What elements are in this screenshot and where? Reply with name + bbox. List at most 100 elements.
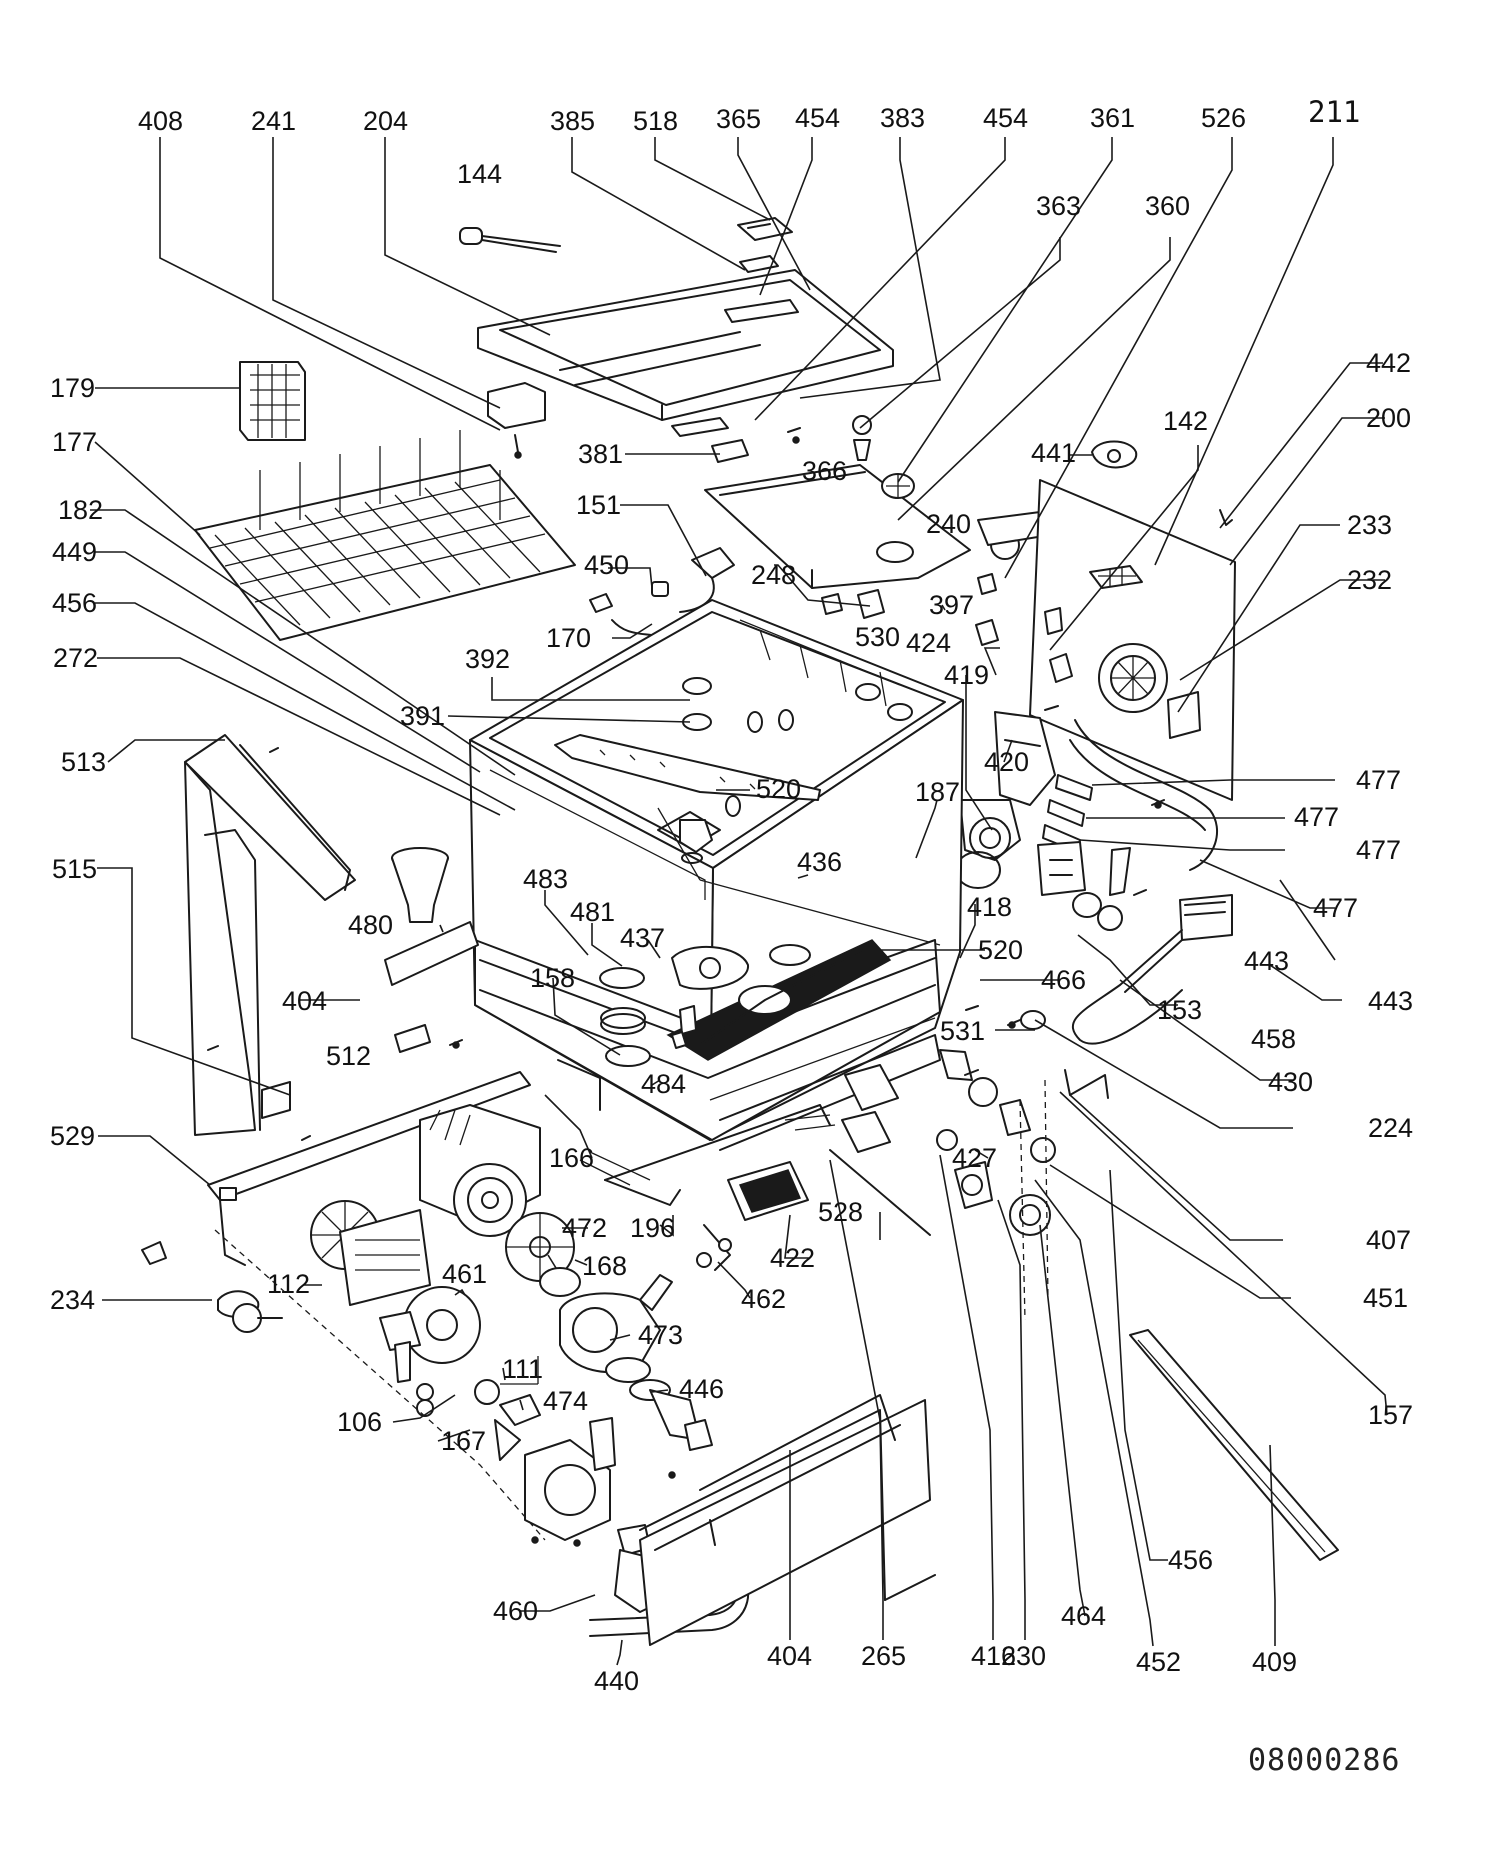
callout-452: 452 bbox=[1136, 1647, 1181, 1677]
part-tub-drawing bbox=[469, 599, 964, 1206]
callout-111-underline bbox=[500, 1356, 539, 1385]
callout-456b: 456 bbox=[1168, 1545, 1213, 1575]
callout-464: 464 bbox=[1061, 1601, 1106, 1631]
alignment-lines-drawing bbox=[214, 1079, 1049, 1541]
callout-265: 265 bbox=[861, 1641, 906, 1671]
callout-366: 366 bbox=[802, 456, 847, 486]
part-177-basket-drawing bbox=[194, 430, 576, 641]
callout-labels: 408 241 204 385 518 365 454 383 454 361 … bbox=[50, 95, 1413, 1696]
callout-404b: 404 bbox=[767, 1641, 812, 1671]
callout-422: 422 bbox=[770, 1243, 815, 1273]
callout-392: 392 bbox=[465, 644, 510, 674]
screws-drawing bbox=[207, 427, 1165, 1547]
callout-182: 182 bbox=[58, 495, 103, 525]
callout-520a: 520 bbox=[756, 774, 801, 804]
callout-158: 158 bbox=[530, 963, 575, 993]
callout-441: 441 bbox=[1031, 438, 1076, 468]
callout-518: 518 bbox=[633, 106, 678, 136]
callout-170: 170 bbox=[546, 623, 591, 653]
callout-483: 483 bbox=[523, 864, 568, 894]
callout-157: 157 bbox=[1368, 1400, 1413, 1430]
callout-418: 418 bbox=[967, 892, 1012, 922]
callout-474: 474 bbox=[543, 1386, 588, 1416]
callout-211: 211 bbox=[1308, 95, 1360, 129]
callout-436: 436 bbox=[797, 847, 842, 877]
callout-480: 480 bbox=[348, 910, 393, 940]
callout-529: 529 bbox=[50, 1121, 95, 1151]
callout-230: 230 bbox=[1001, 1641, 1046, 1671]
callout-419: 419 bbox=[944, 660, 989, 690]
callout-408: 408 bbox=[138, 106, 183, 136]
callout-512: 512 bbox=[326, 1041, 371, 1071]
part-404-bracket-drawing bbox=[207, 921, 531, 1266]
part-515-door-drawing bbox=[184, 734, 356, 1136]
callout-168: 168 bbox=[582, 1251, 627, 1281]
callout-466: 466 bbox=[1041, 965, 1086, 995]
part-477-wiring-drawing bbox=[1042, 719, 1219, 871]
callout-204: 204 bbox=[363, 106, 408, 136]
callout-179: 179 bbox=[50, 373, 95, 403]
callout-381: 381 bbox=[578, 439, 623, 469]
callout-456: 456 bbox=[52, 588, 97, 618]
part-409-rail-drawing bbox=[1129, 1329, 1339, 1561]
part-366-control-panel-drawing bbox=[704, 415, 1051, 646]
callout-454: 454 bbox=[983, 103, 1028, 133]
callout-443b: 443 bbox=[1368, 986, 1413, 1016]
callout-404a: 404 bbox=[282, 986, 327, 1016]
callout-240: 240 bbox=[926, 509, 971, 539]
callout-272: 272 bbox=[53, 643, 98, 673]
part-404-plinth-drawing bbox=[639, 1394, 931, 1646]
callout-151: 151 bbox=[576, 490, 621, 520]
part-241-bracket-drawing bbox=[487, 382, 546, 453]
callout-383: 383 bbox=[880, 103, 925, 133]
callout-248: 248 bbox=[751, 560, 796, 590]
callout-234: 234 bbox=[50, 1285, 95, 1315]
callout-477d: 477 bbox=[1313, 893, 1358, 923]
callout-363: 363 bbox=[1036, 191, 1081, 221]
part-381-clip-drawing bbox=[671, 417, 749, 463]
callout-365: 365 bbox=[716, 104, 761, 134]
callout-232: 232 bbox=[1347, 565, 1392, 595]
callout-224: 224 bbox=[1368, 1113, 1413, 1143]
callout-477b: 477 bbox=[1294, 802, 1339, 832]
callout-473: 473 bbox=[638, 1320, 683, 1350]
part-151-hose-drawing bbox=[589, 547, 735, 641]
callout-153: 153 bbox=[1157, 995, 1202, 1025]
part-144-drawing bbox=[459, 227, 561, 253]
callout-424: 424 bbox=[906, 628, 951, 658]
callout-472: 472 bbox=[562, 1213, 607, 1243]
callout-144: 144 bbox=[457, 159, 502, 189]
callout-451: 451 bbox=[1363, 1283, 1408, 1313]
callout-241: 241 bbox=[251, 106, 296, 136]
part-420-pressure-switch-drawing bbox=[955, 711, 1056, 889]
callout-461: 461 bbox=[442, 1259, 487, 1289]
callout-233: 233 bbox=[1347, 510, 1392, 540]
callout-409: 409 bbox=[1252, 1647, 1297, 1677]
callout-477a: 477 bbox=[1356, 765, 1401, 795]
callout-462: 462 bbox=[741, 1284, 786, 1314]
part-166-motor-drawing bbox=[419, 1104, 581, 1297]
callout-111: 111 bbox=[502, 1354, 543, 1384]
callout-360: 360 bbox=[1145, 191, 1190, 221]
callout-450: 450 bbox=[584, 550, 629, 580]
callout-528: 528 bbox=[818, 1197, 863, 1227]
callout-458: 458 bbox=[1251, 1024, 1296, 1054]
callout-106: 106 bbox=[337, 1407, 382, 1437]
callout-513: 513 bbox=[61, 747, 106, 777]
leader-lines bbox=[90, 137, 1388, 1666]
callout-177: 177 bbox=[52, 427, 97, 457]
callout-385: 385 bbox=[550, 106, 595, 136]
callout-407: 407 bbox=[1366, 1225, 1411, 1255]
part-528-hopper-drawing bbox=[696, 1064, 899, 1271]
part-234-drawing bbox=[141, 1241, 283, 1333]
callout-196: 196 bbox=[630, 1213, 675, 1243]
callout-454: 454 bbox=[795, 103, 840, 133]
part-200-rear-panel-drawing bbox=[1029, 479, 1236, 801]
callout-520b: 520 bbox=[978, 935, 1023, 965]
callout-440: 440 bbox=[594, 1666, 639, 1696]
callout-142: 142 bbox=[1163, 406, 1208, 436]
callout-484: 484 bbox=[641, 1069, 686, 1099]
part-265-frame-drawing bbox=[639, 1149, 936, 1601]
callout-112: 112 bbox=[267, 1269, 310, 1299]
